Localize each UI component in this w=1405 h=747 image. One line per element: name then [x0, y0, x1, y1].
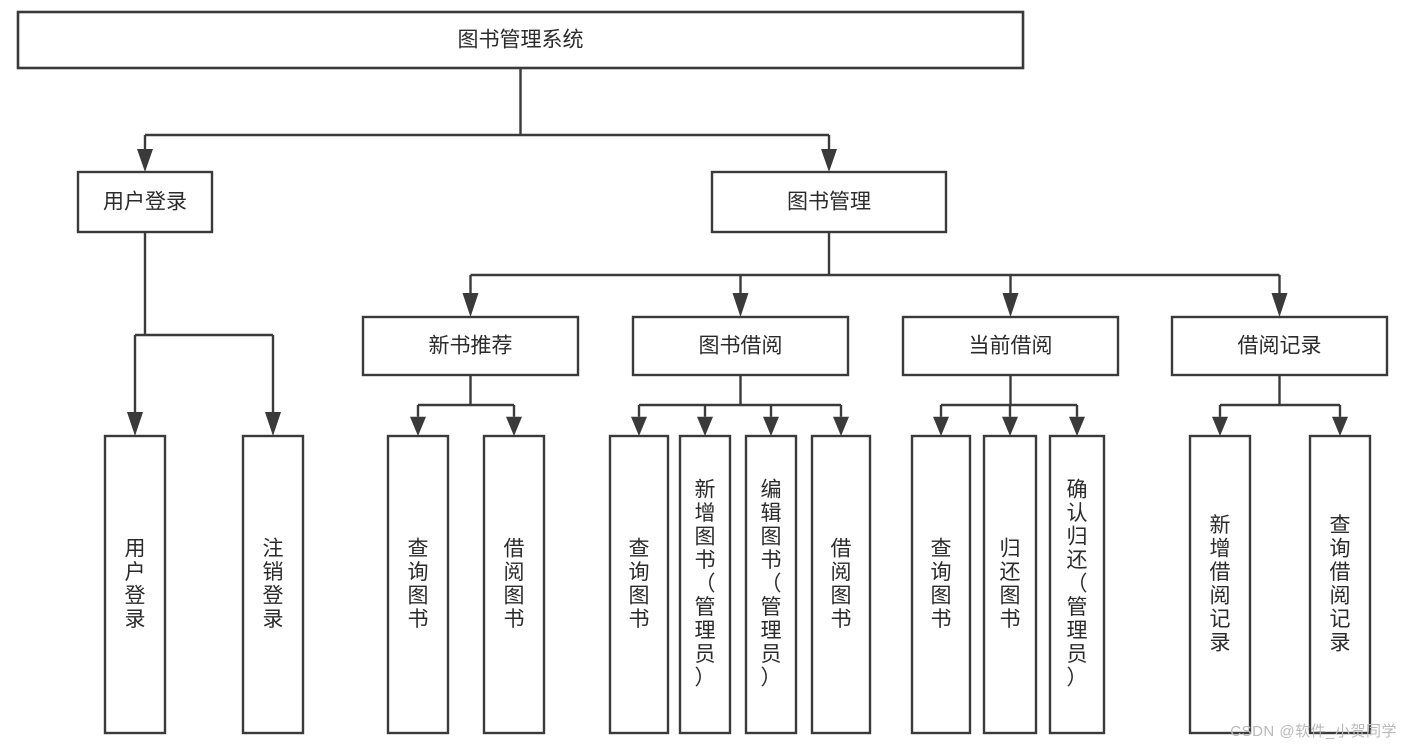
node-box-leaf9: [910, 434, 972, 735]
node-current[interactable]: 当前借阅: [901, 315, 1120, 377]
node-box-leaf7: [744, 434, 798, 735]
node-box-record: [1170, 315, 1389, 377]
csdn-watermark: CSDN @软件_小贺同学: [1230, 723, 1397, 740]
node-label-leaf11: 确认归还（管理员）: [1067, 478, 1088, 689]
node-label-root: 图书管理系统: [458, 29, 584, 52]
node-box-leaf5: [608, 434, 670, 735]
connector-record: [1212, 375, 1348, 436]
node-record[interactable]: 借阅记录: [1170, 315, 1389, 377]
node-box-leaf12: [1188, 434, 1252, 735]
node-box-current: [901, 315, 1120, 377]
connector-bookmgmt: [462, 232, 1288, 317]
node-leaf12[interactable]: 新增借阅记录: [1188, 434, 1252, 735]
node-box-newbook: [361, 315, 580, 377]
node-label-bookmgmt: 图书管理: [787, 191, 871, 214]
node-leaf8[interactable]: 借阅图书: [810, 434, 872, 735]
node-leaf11[interactable]: 确认归还（管理员）: [1048, 434, 1106, 735]
connector-current: [933, 375, 1085, 436]
node-label-leaf1: 用户登录: [125, 537, 146, 631]
node-label-current: 当前借阅: [969, 335, 1053, 358]
connector-root: [137, 68, 837, 172]
node-box-leaf13: [1308, 434, 1372, 735]
node-box-leaf4: [482, 434, 546, 735]
node-leaf4[interactable]: 借阅图书: [482, 434, 546, 735]
node-label-leaf12: 新增借阅记录: [1210, 513, 1231, 654]
node-box-login: [76, 170, 214, 234]
node-leaf13[interactable]: 查询借阅记录: [1308, 434, 1372, 735]
node-box-leaf6: [678, 434, 732, 735]
node-box-root: [16, 10, 1025, 70]
node-label-leaf10: 归还图书: [1000, 537, 1021, 631]
node-label-leaf13: 查询借阅记录: [1330, 513, 1351, 654]
node-label-leaf6: 新增图书（管理员）: [695, 478, 716, 689]
node-label-leaf9: 查询图书: [931, 537, 952, 631]
node-leaf1[interactable]: 用户登录: [103, 434, 167, 735]
node-box-bookmgmt: [710, 170, 948, 234]
node-box-leaf2: [241, 434, 305, 735]
node-box-borrow: [631, 315, 850, 377]
node-label-record: 借阅记录: [1238, 335, 1322, 358]
node-label-newbook: 新书推荐: [429, 335, 513, 358]
connector-login: [127, 232, 281, 436]
node-bookmgmt[interactable]: 图书管理: [710, 170, 948, 234]
node-leaf9[interactable]: 查询图书: [910, 434, 972, 735]
node-layer: 图书管理系统用户登录图书管理新书推荐图书借阅当前借阅借阅记录用户登录注销登录查询…: [16, 10, 1389, 735]
node-newbook[interactable]: 新书推荐: [361, 315, 580, 377]
node-leaf10[interactable]: 归还图书: [982, 434, 1038, 735]
node-leaf2[interactable]: 注销登录: [241, 434, 305, 735]
node-box-leaf1: [103, 434, 167, 735]
connector-newbook: [410, 375, 522, 436]
node-box-leaf3: [386, 434, 450, 735]
node-box-leaf11: [1048, 434, 1106, 735]
connector-borrow: [631, 375, 849, 436]
node-leaf7[interactable]: 编辑图书（管理员）: [744, 434, 798, 735]
node-leaf6[interactable]: 新增图书（管理员）: [678, 434, 732, 735]
node-leaf3[interactable]: 查询图书: [386, 434, 450, 735]
node-label-borrow: 图书借阅: [699, 335, 783, 358]
node-leaf5[interactable]: 查询图书: [608, 434, 670, 735]
node-box-leaf8: [810, 434, 872, 735]
node-label-leaf4: 借阅图书: [504, 537, 525, 631]
node-box-leaf10: [982, 434, 1038, 735]
node-label-leaf7: 编辑图书（管理员）: [761, 478, 782, 689]
node-label-login: 用户登录: [103, 191, 187, 214]
node-label-leaf2: 注销登录: [263, 537, 284, 631]
connector-layer: [127, 68, 1348, 436]
node-login[interactable]: 用户登录: [76, 170, 214, 234]
node-label-leaf3: 查询图书: [408, 537, 429, 631]
node-label-leaf8: 借阅图书: [831, 537, 852, 631]
node-root[interactable]: 图书管理系统: [16, 10, 1025, 70]
node-borrow[interactable]: 图书借阅: [631, 315, 850, 377]
node-label-leaf5: 查询图书: [629, 537, 650, 631]
